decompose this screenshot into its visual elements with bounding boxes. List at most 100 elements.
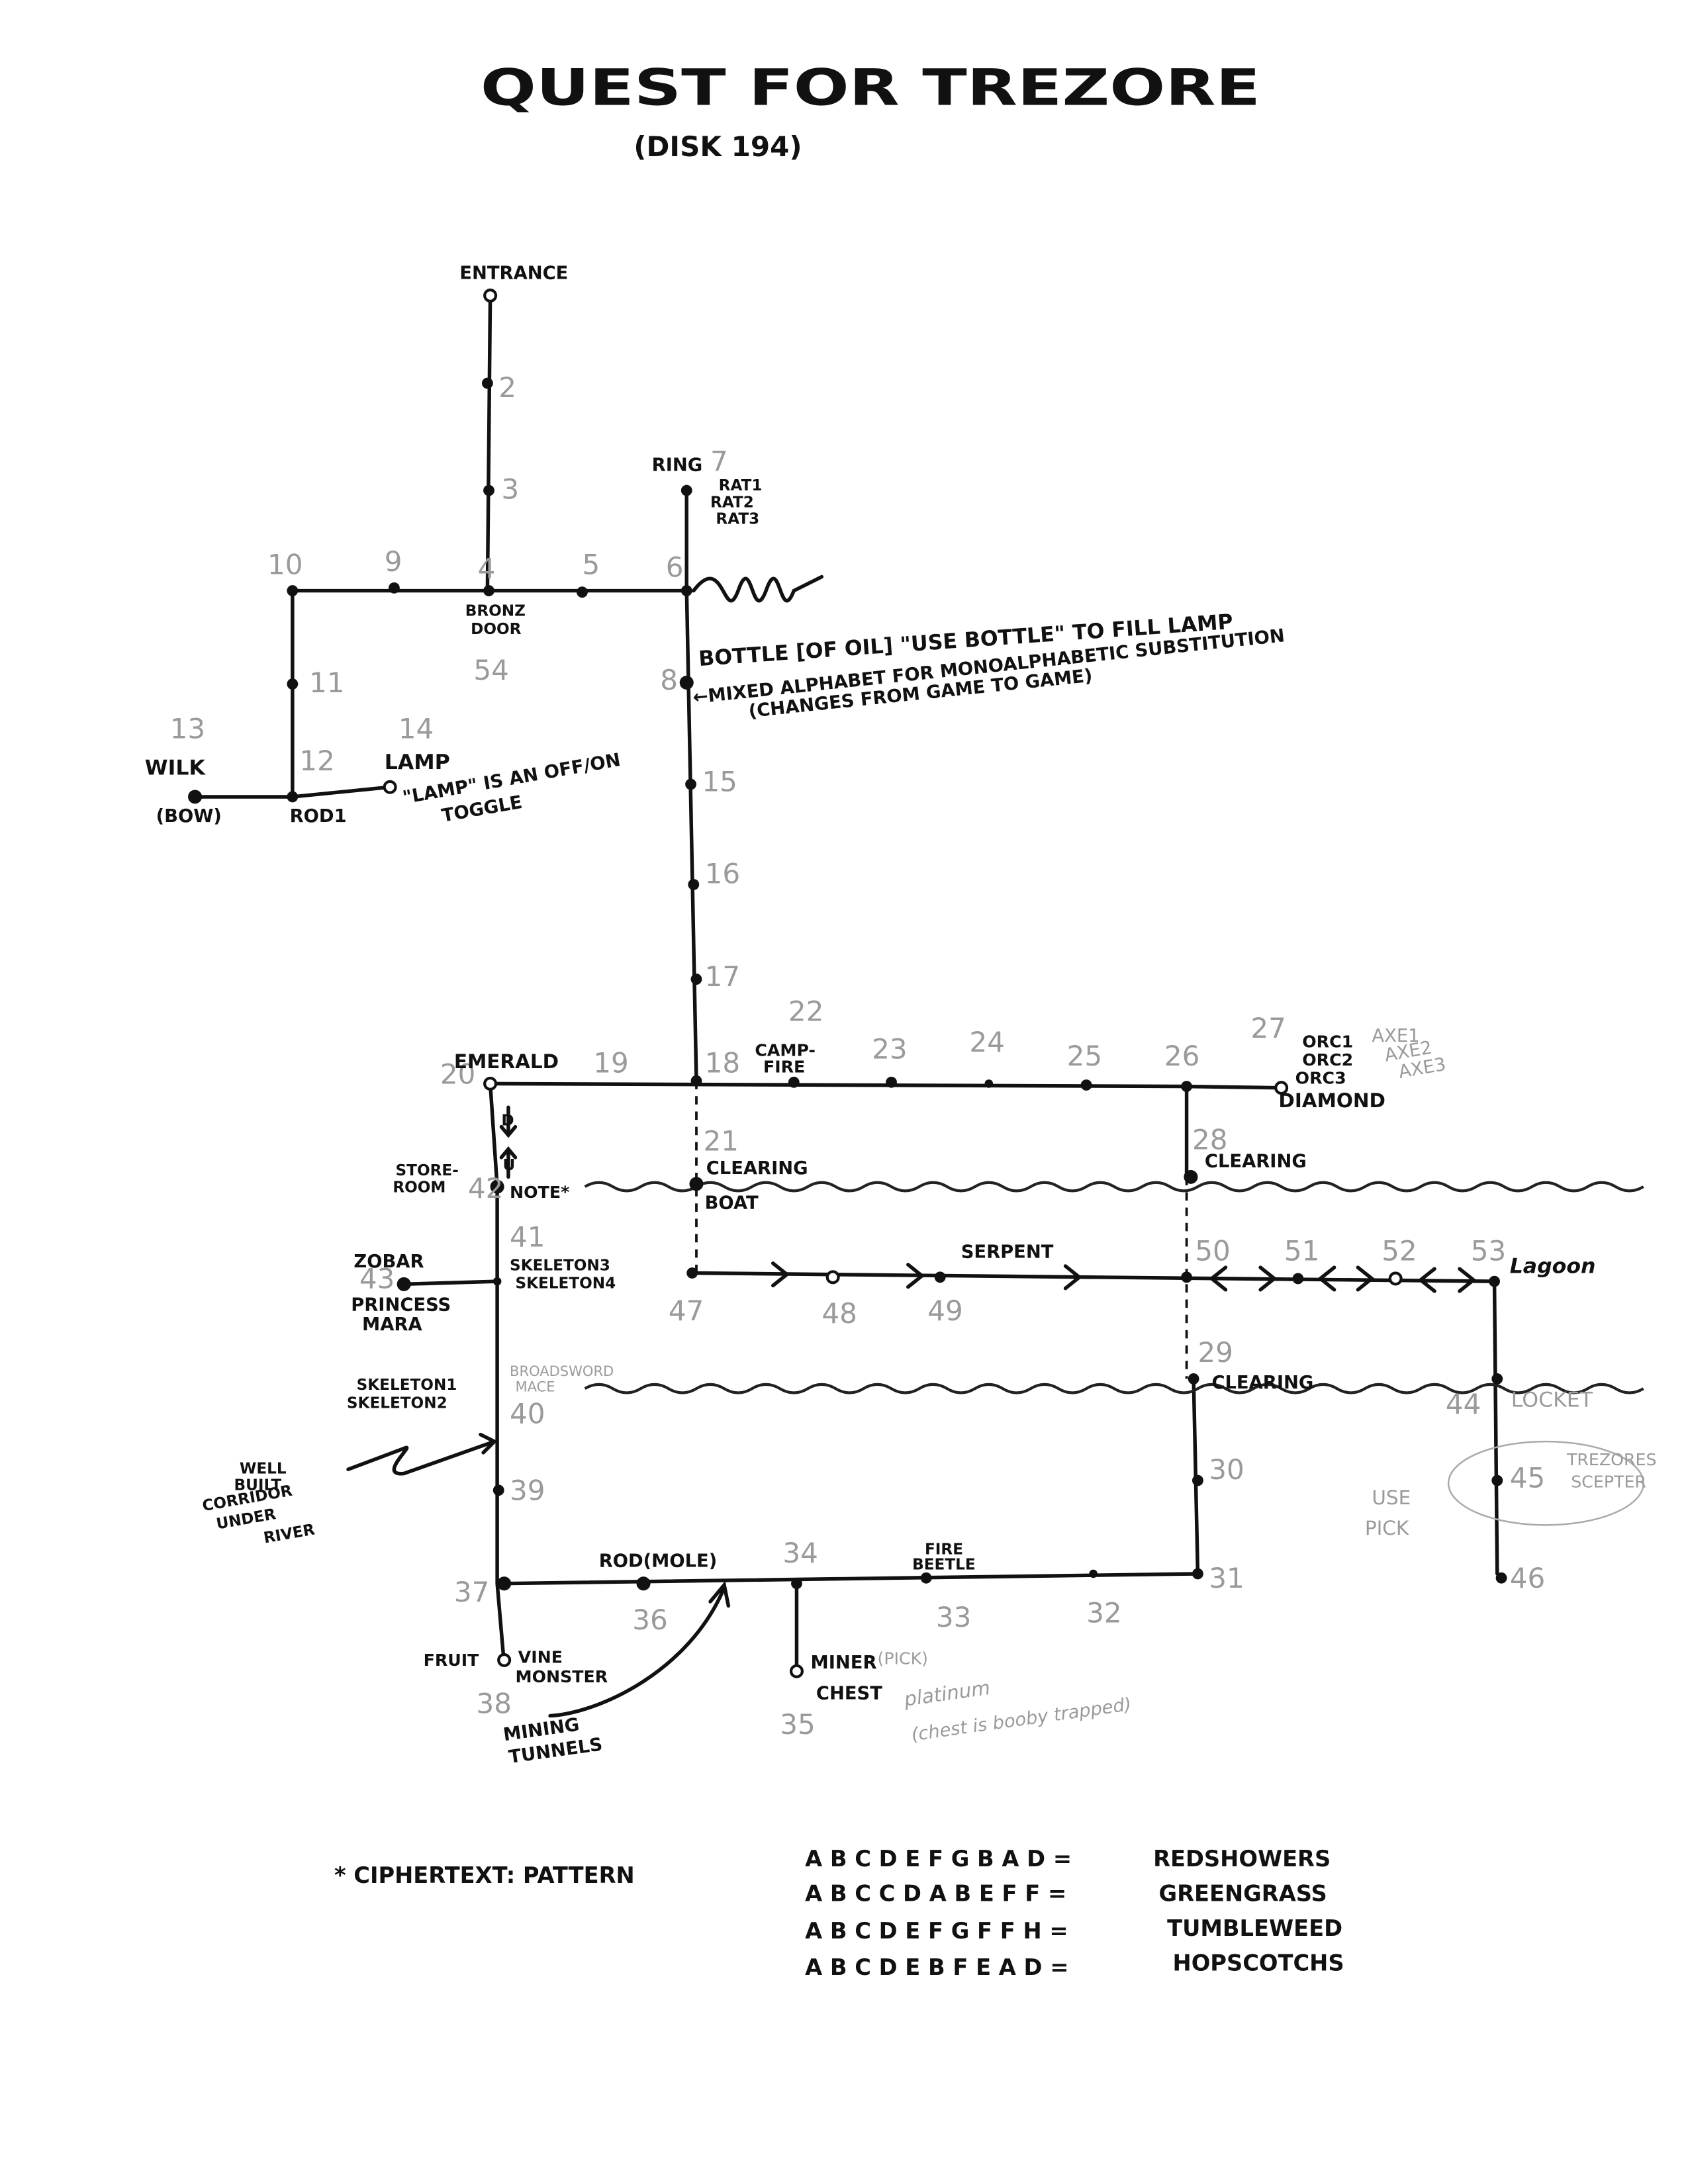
svg-text:54: 54 [473,654,509,686]
svg-text:ZOBAR: ZOBAR [353,1251,424,1272]
svg-text:16: 16 [705,857,741,889]
svg-text:40: 40 [510,1398,545,1430]
page-subtitle: (DISK 194) [633,130,802,163]
svg-text:RAT3: RAT3 [716,511,759,528]
svg-text:PICK: PICK [1365,1517,1409,1539]
svg-text:10: 10 [267,548,303,580]
svg-text:28: 28 [1192,1123,1228,1156]
svg-text:SERPENT: SERPENT [961,1242,1054,1262]
svg-text:STORE-: STORE- [396,1162,459,1179]
svg-text:45: 45 [1510,1462,1546,1494]
svg-text:LAMP: LAMP [385,751,450,774]
svg-text:12: 12 [299,745,335,777]
svg-text:33: 33 [936,1601,972,1633]
svg-text:RING: RING [652,455,703,476]
storeroom-arrows [499,1105,518,1179]
svg-text:RAT1: RAT1 [719,477,763,494]
svg-text:3: 3 [501,473,519,506]
svg-text:14: 14 [399,713,434,745]
svg-text:WILK: WILK [145,756,207,780]
svg-text:A B C D E F G F F H =: A B C D E F G F F H = [805,1918,1068,1944]
svg-text:34: 34 [782,1537,818,1569]
svg-text:26: 26 [1164,1040,1200,1072]
svg-text:GREENGRASS: GREENGRASS [1158,1880,1327,1906]
svg-text:43: 43 [359,1263,395,1295]
corridor-arrow [346,1432,498,1476]
svg-text:ROOM: ROOM [393,1179,445,1196]
svg-text:* CIPHERTEXT: PATTERN: * CIPHERTEXT: PATTERN [334,1862,635,1888]
svg-text:FIRE: FIRE [763,1058,805,1077]
svg-text:CLEARING: CLEARING [1205,1152,1307,1172]
svg-text:SKELETON4: SKELETON4 [515,1275,616,1293]
svg-text:4: 4 [478,553,496,585]
svg-text:HOPSCOTCHS: HOPSCOTCHS [1173,1950,1344,1976]
svg-text:27: 27 [1250,1012,1286,1044]
svg-text:PRINCESS: PRINCESS [351,1295,451,1315]
svg-text:51: 51 [1284,1235,1320,1267]
svg-text:24: 24 [969,1026,1005,1058]
svg-text:D: D [501,1112,514,1129]
svg-text:17: 17 [705,960,741,993]
svg-text:CLEARING: CLEARING [706,1158,808,1179]
svg-text:FIRE: FIRE [925,1541,963,1559]
room-nodes [188,289,1507,1678]
svg-text:50: 50 [1195,1235,1231,1267]
svg-text:SKELETON1: SKELETON1 [357,1377,457,1394]
svg-text:7: 7 [710,445,728,478]
svg-text:TREZORES: TREZORES [1566,1450,1657,1469]
svg-text:38: 38 [477,1687,512,1719]
svg-text:LOCKET: LOCKET [1511,1388,1593,1412]
svg-text:BRONZ: BRONZ [465,602,526,619]
use-pick-circle [1447,1440,1644,1526]
svg-text:53: 53 [1471,1235,1507,1267]
svg-text:U: U [503,1157,516,1174]
svg-text:BEETLE: BEETLE [912,1557,976,1574]
tunnels-arrow [548,1580,731,1718]
svg-text:CHEST: CHEST [816,1683,882,1704]
svg-text:47: 47 [669,1295,704,1327]
svg-text:44: 44 [1446,1388,1481,1420]
svg-text:21: 21 [703,1124,739,1157]
svg-text:platinum: platinum [902,1676,992,1711]
svg-text:CAMP-: CAMP- [755,1040,816,1060]
svg-text:RAT2: RAT2 [710,494,754,511]
svg-text:AXE1: AXE1 [1372,1026,1419,1046]
room-labels: ENTRANCE RING RAT1 RAT2 RAT3 BRONZ DOOR … [145,263,1657,1768]
page-title: QUEST FOR TREZORE [481,58,1260,116]
svg-text:BOAT: BOAT [705,1193,759,1214]
svg-text:MACE: MACE [515,1378,555,1394]
svg-text:A B C C D A B E F F =: A B C C D A B E F F = [805,1880,1066,1906]
svg-text:ORC2: ORC2 [1302,1050,1353,1069]
svg-text:31: 31 [1209,1562,1244,1594]
svg-text:6: 6 [666,551,684,584]
svg-text:MARA: MARA [362,1314,422,1335]
svg-text:ROD1: ROD1 [290,806,347,827]
svg-text:11: 11 [309,666,345,699]
svg-text:29: 29 [1197,1336,1233,1369]
svg-text:RIVER: RIVER [262,1521,316,1547]
svg-text:52: 52 [1382,1235,1417,1267]
svg-text:2: 2 [498,371,516,404]
svg-text:ROD(MOLE): ROD(MOLE) [599,1551,718,1571]
svg-text:EMERALD: EMERALD [454,1050,559,1073]
map-paths [193,293,1499,1673]
svg-text:A B C D E B F E A D =: A B C D E B F E A D = [805,1954,1068,1980]
svg-text:DIAMOND: DIAMOND [1278,1089,1385,1112]
svg-text:37: 37 [454,1576,490,1608]
svg-text:30: 30 [1209,1453,1244,1486]
svg-text:8: 8 [660,664,678,696]
svg-text:NOTE*: NOTE* [510,1183,569,1202]
svg-text:35: 35 [780,1708,816,1741]
svg-text:46: 46 [1510,1562,1546,1594]
svg-text:SCEPTER: SCEPTER [1571,1473,1646,1492]
svg-text:WELL: WELL [240,1460,287,1477]
svg-text:BROADSWORD: BROADSWORD [510,1363,614,1379]
svg-text:SKELETON2: SKELETON2 [347,1395,447,1412]
svg-text:ENTRANCE: ENTRANCE [459,263,568,283]
svg-text:ORC1: ORC1 [1302,1032,1353,1052]
svg-text:ORC3: ORC3 [1295,1068,1346,1087]
svg-text:22: 22 [788,995,824,1028]
svg-text:15: 15 [702,766,737,798]
svg-text:42: 42 [468,1172,504,1205]
